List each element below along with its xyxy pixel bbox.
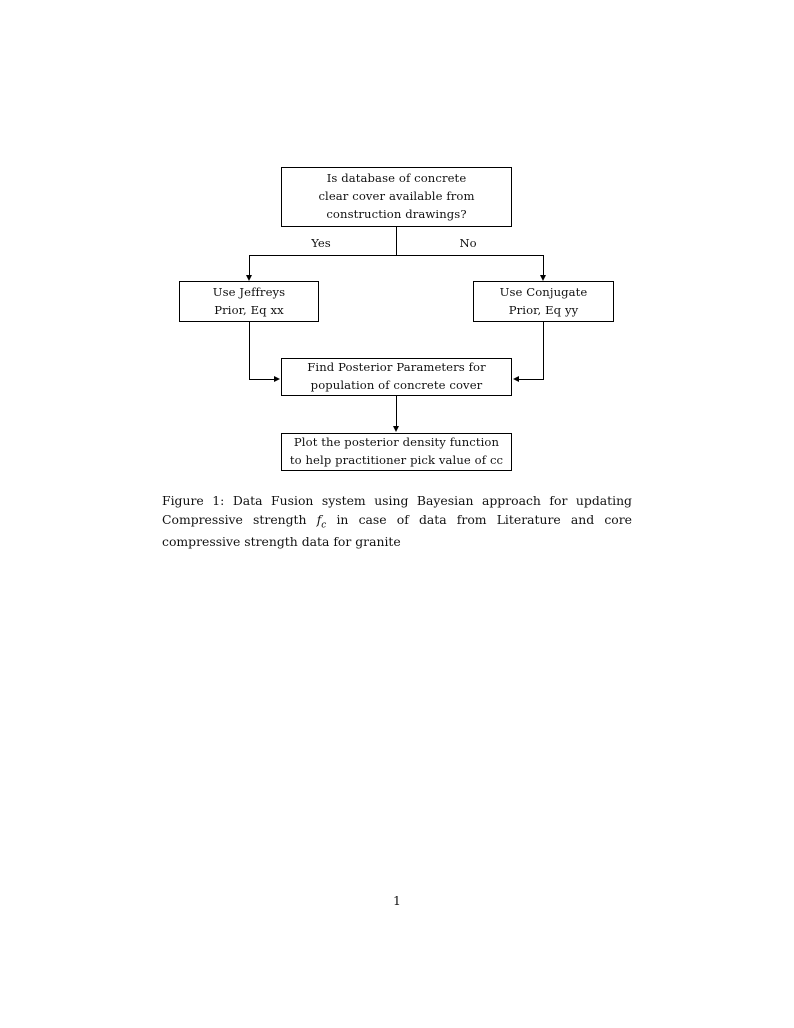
figure-caption: Figure 1: Data Fusion system using Bayes…	[162, 492, 632, 552]
arrowhead-into-plot	[393, 426, 399, 432]
edge-label-no: No	[459, 236, 477, 250]
node-decision-line-1: Is database of concrete	[326, 171, 467, 186]
arrowhead-into-conjugate	[540, 275, 546, 281]
node-jeffreys-line-1: Use Jeffreys	[212, 284, 286, 299]
node-conjugate-line-2: Prior, Eq yy	[508, 302, 579, 317]
caption-math-fc: fc	[316, 511, 327, 531]
caption-text-part-2: in case of data from Literature and core…	[162, 511, 632, 550]
connector-conjugate-down	[543, 322, 544, 380]
caption-text-part-1: Data Fusion system using Bayesian approa…	[162, 493, 632, 527]
node-conjugate-line-1: Use Conjugate	[499, 284, 588, 299]
connector-yes-branch	[249, 255, 250, 276]
flowchart-node-plot-density[interactable]: Plot the posterior density function to h…	[281, 433, 512, 471]
flowchart-node-jeffreys-prior[interactable]: Use Jeffreys Prior, Eq xx	[179, 281, 319, 322]
caption-label: Figure 1:	[162, 493, 225, 508]
node-plot-line-1: Plot the posterior density function	[293, 435, 500, 450]
flowchart-node-decision[interactable]: Is database of concrete clear cover avai…	[281, 167, 512, 227]
arrowhead-into-posterior-right	[513, 376, 519, 382]
edge-label-yes: Yes	[311, 236, 331, 250]
flowchart-node-find-posterior[interactable]: Find Posterior Parameters for population…	[281, 358, 512, 396]
node-posterior-line-2: population of concrete cover	[310, 378, 483, 392]
node-decision-line-2: clear cover available from	[318, 189, 475, 204]
figure-flowchart: Is database of concrete clear cover avai…	[0, 0, 794, 490]
arrowhead-into-posterior-left	[274, 376, 280, 382]
connector-split-bar	[249, 255, 544, 256]
connector-decision-stem	[396, 227, 397, 256]
connector-posterior-to-plot	[396, 396, 397, 427]
connector-jeffreys-across	[249, 379, 274, 380]
page-number: 1	[393, 893, 401, 908]
arrowhead-into-jeffreys	[246, 275, 252, 281]
flowchart-node-conjugate-prior[interactable]: Use Conjugate Prior, Eq yy	[473, 281, 614, 322]
node-plot-line-2: to help practitioner pick value of cc	[289, 453, 504, 467]
connector-jeffreys-down	[249, 322, 250, 380]
caption-math-subscript: c	[321, 520, 327, 531]
connector-no-branch	[543, 255, 544, 276]
caption-math-symbol: f	[316, 511, 322, 527]
node-decision-line-3: construction drawings?	[326, 206, 467, 221]
node-posterior-line-1: Find Posterior Parameters for	[307, 360, 486, 375]
node-jeffreys-line-2: Prior, Eq xx	[214, 302, 284, 317]
connector-conjugate-across	[519, 379, 544, 380]
